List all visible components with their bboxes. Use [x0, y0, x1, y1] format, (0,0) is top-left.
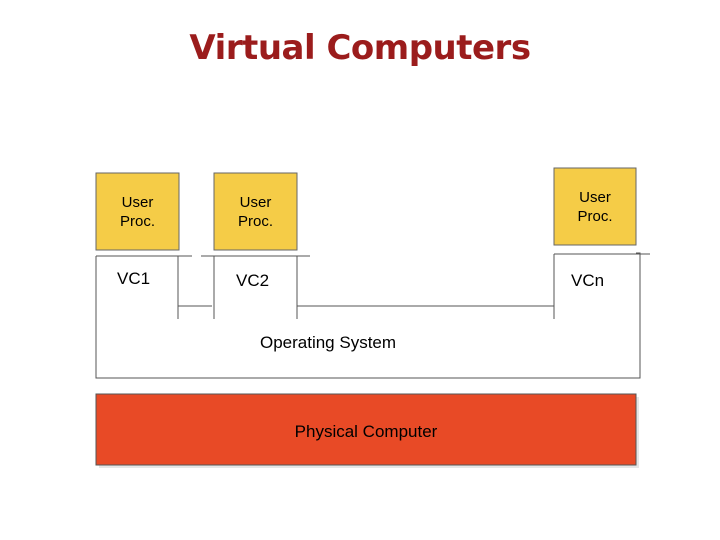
- vcn-label: VCn: [571, 271, 604, 290]
- vc1-label: VC1: [117, 269, 150, 288]
- user-proc-3-line1: User: [579, 189, 611, 206]
- user-proc-2-line2: Proc.: [238, 213, 273, 230]
- user-proc-2-line1: User: [240, 194, 272, 211]
- physical-computer-box: Physical Computer: [95, 393, 639, 468]
- vc2-label: VC2: [236, 271, 269, 290]
- physical-computer-label: Physical Computer: [295, 422, 438, 441]
- user-proc-box-1: User Proc.: [95, 172, 180, 251]
- operating-system-outline: [95, 252, 641, 379]
- operating-system-label: Operating System: [260, 333, 396, 352]
- slide-title: Virtual Computers: [189, 28, 531, 68]
- user-proc-box-2: User Proc.: [213, 172, 298, 251]
- user-proc-3-line2: Proc.: [577, 208, 612, 225]
- user-proc-1-line1: User: [122, 194, 154, 211]
- user-proc-box-3: User Proc.: [553, 167, 637, 246]
- user-proc-1-line2: Proc.: [120, 213, 155, 230]
